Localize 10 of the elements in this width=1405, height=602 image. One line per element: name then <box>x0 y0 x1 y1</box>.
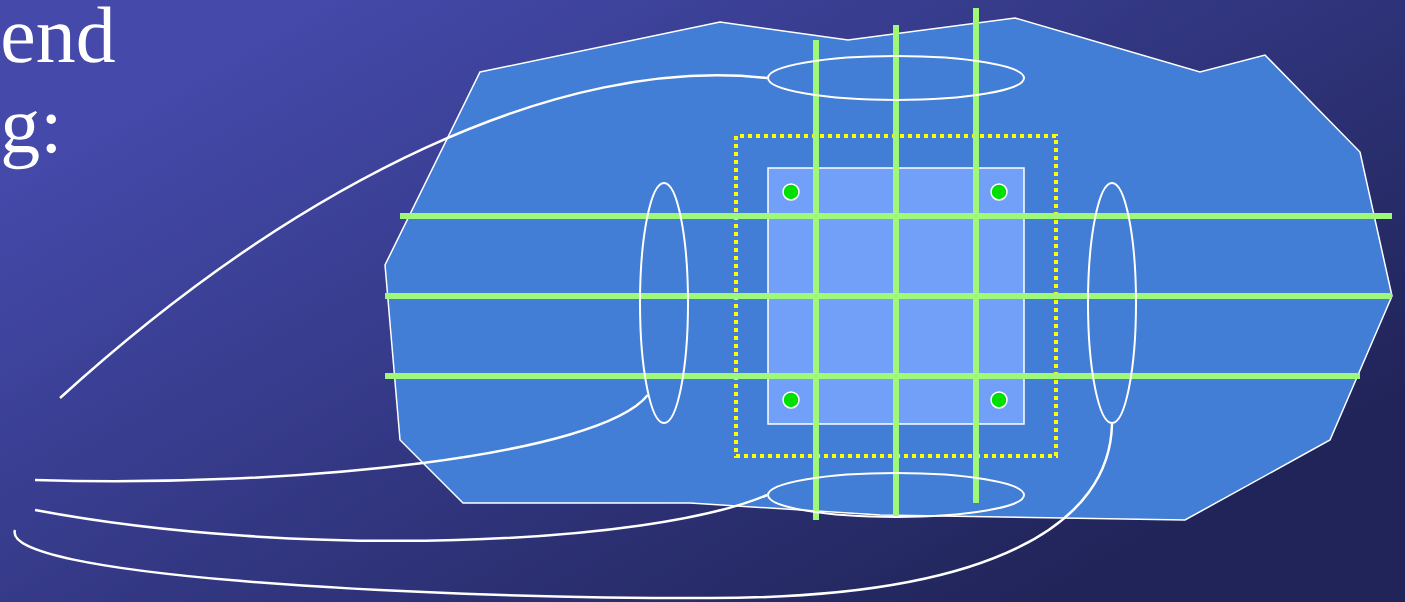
heading-text: g: <box>3 110 56 170</box>
heading-text: end <box>3 6 115 63</box>
leader-line <box>34 493 768 542</box>
ellipse-outline <box>767 55 1025 101</box>
leader-line <box>35 394 649 483</box>
leader-line <box>13 423 1114 600</box>
ellipse-outline <box>767 472 1025 518</box>
ellipse-outline <box>639 182 689 424</box>
ellipse-outline <box>1087 182 1137 424</box>
leader-line <box>59 74 768 399</box>
